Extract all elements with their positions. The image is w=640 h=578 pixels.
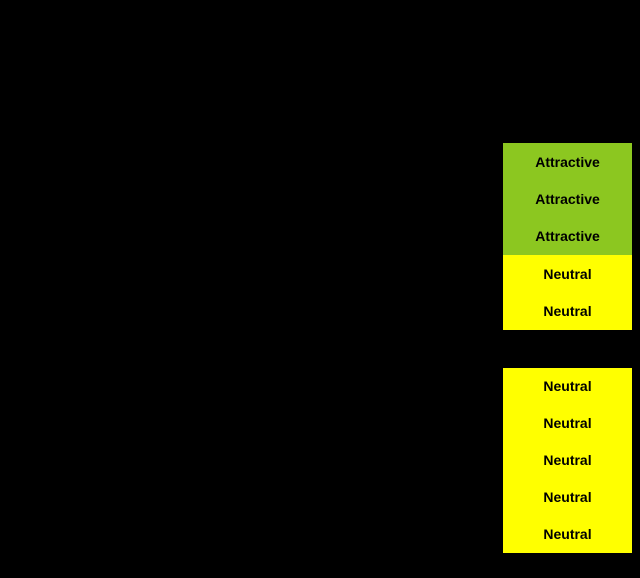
rating-block-top: Attractive Attractive Attractive Neutral… bbox=[503, 143, 632, 330]
rating-cell: Neutral bbox=[503, 367, 632, 405]
rating-cell: Neutral bbox=[503, 404, 632, 442]
rating-column: Attractive Attractive Attractive Neutral… bbox=[503, 143, 632, 553]
rating-cell: Neutral bbox=[503, 255, 632, 293]
rating-cell: Neutral bbox=[503, 515, 632, 553]
rating-cell: Neutral bbox=[503, 478, 632, 516]
rating-block-bottom: Neutral Neutral Neutral Neutral Neutral bbox=[503, 367, 632, 553]
rating-cell: Attractive bbox=[503, 217, 632, 256]
rating-cell: Neutral bbox=[503, 292, 632, 330]
rating-cell: Attractive bbox=[503, 143, 632, 181]
rating-cell: Attractive bbox=[503, 180, 632, 218]
rating-cell: Neutral bbox=[503, 441, 632, 479]
block-gap bbox=[503, 330, 632, 368]
